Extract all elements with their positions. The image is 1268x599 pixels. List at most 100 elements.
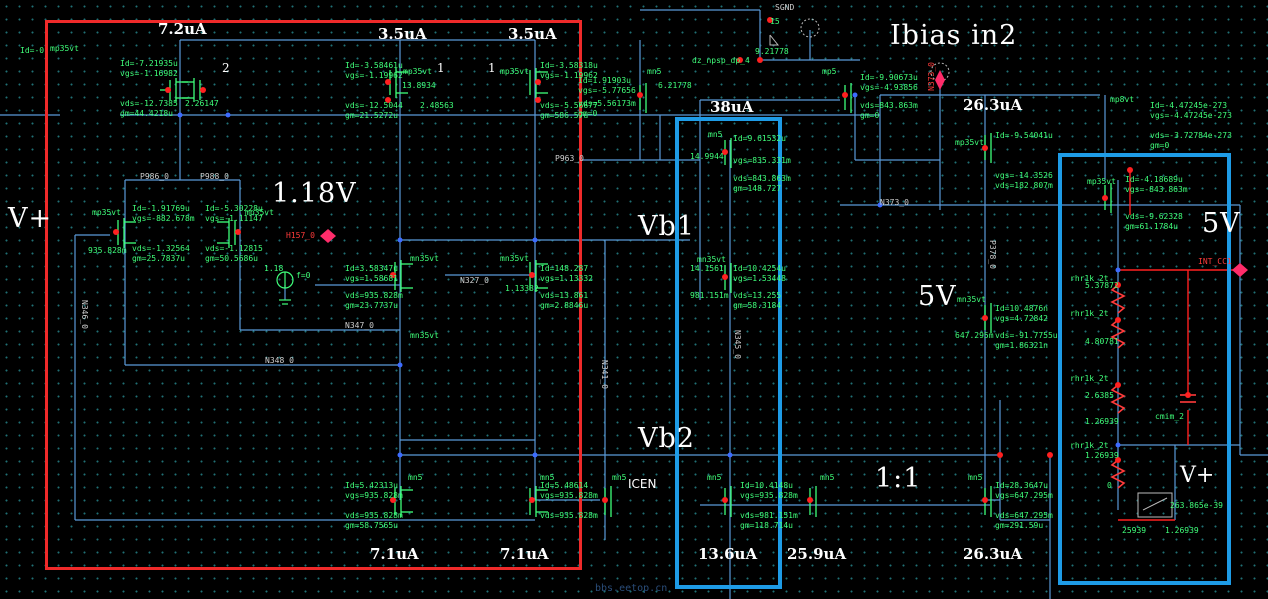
op-l39: vgs=835.331m	[733, 156, 791, 165]
device-rhr1k-b: rhr1k_2t	[1070, 309, 1109, 318]
op-l56: gm=61.1784u	[1125, 222, 1178, 231]
current-bot-25-9: 25.9uA	[787, 545, 847, 563]
op-l89: 1.26939	[1085, 417, 1119, 426]
op-l93: 263.865e-39	[1170, 501, 1223, 510]
op-l70: vds=647.295m	[995, 511, 1053, 520]
op-l36: vds=13.861	[540, 291, 589, 300]
device-diode: dz_npsp_dp_4	[692, 56, 750, 65]
current-bot-13-6: 13.6uA	[698, 545, 758, 563]
op-l3: vgs=-1.16982	[120, 69, 178, 78]
op-l38: Id=9.61532u	[733, 134, 786, 143]
op-l83: 1.13332	[505, 284, 539, 293]
device-mn5-a: mn5	[408, 473, 423, 482]
op-l62: vgs=935.828m	[540, 491, 598, 500]
op-l73: vgs=-4.47245e-273	[1150, 111, 1232, 120]
op-l48: vds=182.807m	[995, 181, 1053, 190]
op-l5: gm=44.4218u	[120, 109, 173, 118]
op-l59: vds=935.828m	[345, 511, 403, 520]
op-l24: vds=-1.32564	[132, 244, 190, 253]
op-l32: vds=935.828m	[345, 291, 403, 300]
net-p986: P986_0	[140, 172, 169, 181]
current-bot-7-1b: 7.1uA	[500, 545, 549, 563]
op-l14: Id=1.91903u	[578, 76, 631, 85]
op-l55: vds=-9.62328	[1125, 212, 1183, 221]
op-l52: gm=1.86321n	[995, 341, 1048, 350]
op-l97: 935.828m	[88, 246, 127, 255]
op-l80: 13.8934	[402, 81, 436, 90]
device-mn35vt-b: mn35vt	[500, 254, 529, 263]
op-l54: vgs=-843.863m	[1125, 185, 1188, 194]
device-mn35vt-c: mn35vt	[410, 331, 439, 340]
mark-1b-label: 1	[488, 61, 496, 75]
net-h157: H157_0	[286, 231, 315, 240]
current-top-7-2: 7.2uA	[158, 20, 207, 38]
net-p988: P988_0	[200, 172, 229, 181]
output-highlight-box	[1058, 153, 1231, 585]
op-l33: gm=23.7737u	[345, 301, 398, 310]
op-l2: Id=-7.21935u	[120, 59, 178, 68]
op-l46: Id=-9.54041u	[995, 131, 1053, 140]
op-l22: Id=-1.91769u	[132, 204, 190, 213]
op-l77: f=0	[296, 271, 311, 280]
op-l41: gm=148.727	[733, 184, 782, 193]
op-l34: Id=148.287	[540, 264, 589, 273]
device-mn5-g: mn5	[647, 67, 662, 76]
op-l47: vgs=-14.3526	[995, 171, 1053, 180]
op-l45: gm=58.3184	[733, 301, 782, 310]
op-l65: vgs=935.828m	[740, 491, 798, 500]
op-l92: 9.21778	[755, 47, 789, 56]
fivev-right-label: 5V	[1202, 208, 1241, 239]
op-l21: gm=0	[860, 111, 880, 120]
op-l40: vds=843.863m	[733, 174, 791, 183]
current-top-3-5a: 3.5uA	[378, 25, 427, 43]
op-l84: 981.151m	[690, 291, 729, 300]
device-mn5-c: mn5	[612, 473, 627, 482]
op-l23: vgs=-882.678m	[132, 214, 195, 223]
net-sgnd: SGND	[775, 3, 795, 12]
op-l4: vds=-12.7385	[120, 99, 178, 108]
ibias-in2-label: Ibias in2	[890, 20, 1018, 51]
v118-label: 1.18V	[272, 178, 357, 209]
op-l64: Id=10.4148u	[740, 481, 793, 490]
op-l19: vgs=-4.93856	[860, 83, 918, 92]
op-l86: 5.37872	[1085, 281, 1119, 290]
op-l69: vgs=647.295m	[995, 491, 1053, 500]
op-l20: vds=843.863m	[860, 101, 918, 110]
op-l58: vgs=935.828m	[345, 491, 403, 500]
device-mn5-f: mn5	[968, 473, 983, 482]
op-l61: Id=5.48614	[540, 481, 589, 490]
device-mn35vt-a: mn35vt	[410, 254, 439, 263]
device-mp35vt-g: mp35vt	[1087, 177, 1116, 186]
op-l29: gm=50.5686u	[205, 254, 258, 263]
net-n347: N347_0	[345, 321, 374, 330]
net-p378: P378_0	[988, 240, 997, 269]
device-mp35vt-e: mp35vt	[245, 208, 274, 217]
net-int-cc1: INT_CC1	[1198, 257, 1232, 266]
op-l11: vgs=-1.19962	[540, 71, 598, 80]
current-bot-7-1a: 7.1uA	[370, 545, 419, 563]
device-rhr1k-a: rhr1k_2t	[1070, 274, 1109, 283]
op-l27: vgs=-1.11147	[205, 214, 263, 223]
icen-label: ICEN	[628, 477, 657, 491]
op-l7: vgs=-1.19962	[345, 71, 403, 80]
device-mp35vt-a: mp35vt	[50, 44, 79, 53]
op-l76: 1.18	[264, 264, 284, 273]
device-cmim: cmim_2	[1155, 412, 1184, 421]
device-mp35vt-d: mp35vt	[92, 208, 121, 217]
op-l71: gm=291.59u	[995, 521, 1044, 530]
op-l13: gm=586.57u	[540, 111, 589, 120]
net-n348: N348_0	[265, 356, 294, 365]
op-l60: gm=58.7565u	[345, 521, 398, 530]
op-l96: 6.21778	[658, 81, 692, 90]
op-l91: 15	[770, 17, 780, 26]
device-mp35vt-b: mp35vt	[403, 67, 432, 76]
op-l30: Id=3.58347u	[345, 264, 398, 273]
op-l57: Id=5.42313u	[345, 481, 398, 490]
watermark: bbs.eetop.cn	[595, 583, 668, 594]
op-l43: vgs=1.53448	[733, 274, 786, 283]
mark-1-label: 1	[437, 61, 445, 75]
op-l42: Id=10.4254u	[733, 264, 786, 273]
op-l8: vds=-12.5044	[345, 101, 403, 110]
current-bot-26-3: 26.3uA	[963, 545, 1023, 563]
device-mp35vt-c: mp35vt	[500, 67, 529, 76]
